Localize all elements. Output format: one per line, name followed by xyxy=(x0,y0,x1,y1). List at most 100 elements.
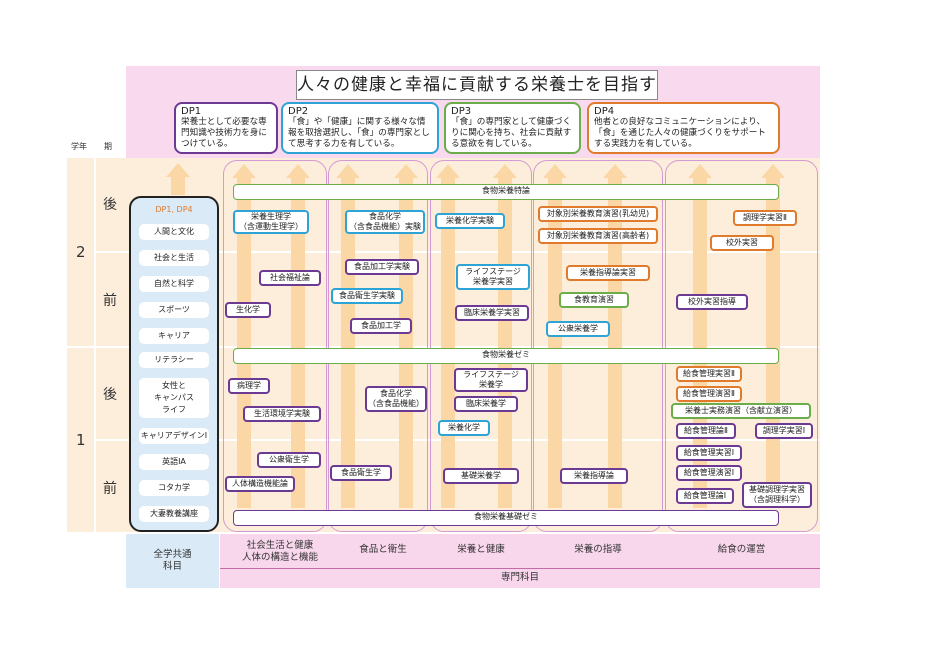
seminar-bar: 食物栄養ゼミ xyxy=(233,348,779,364)
column-frame-5 xyxy=(665,160,818,532)
course-line: 栄養生理学 xyxy=(251,212,291,221)
arrow-shaft xyxy=(291,178,305,508)
course-line: 食品化学 xyxy=(380,389,412,398)
course-line: 基礎調理学実習 xyxy=(749,485,805,494)
arrow-head xyxy=(166,163,190,177)
course-line: （含食品機能） xyxy=(368,399,424,408)
arrow-head xyxy=(232,164,256,178)
course-line: 基礎栄養学 xyxy=(461,471,501,480)
course-c38: 基礎調理学実習（含調理科学） xyxy=(742,482,812,508)
divider-y1-mid xyxy=(95,439,820,441)
course-c34: 調理学実習Ⅰ xyxy=(755,423,813,439)
course-line: 校外実習 xyxy=(726,238,758,247)
course-c11: 食品加工学 xyxy=(350,318,412,334)
liberal-arts-item: スポーツ xyxy=(139,302,209,318)
course-c8: 食品化学（含食品機能）実験 xyxy=(345,210,425,234)
dp2-text: 「食」や「健康」に関する様々な情報を取捨選択し、「食」の専門家として思考する力を… xyxy=(288,117,430,149)
liberal-arts-item: コタカ学 xyxy=(139,480,209,496)
year-header: 学年 xyxy=(71,142,87,151)
course-c37: 給食管理論Ⅰ xyxy=(676,488,734,504)
course-line: （含調理科学） xyxy=(749,495,805,504)
course-line: 調理学実習Ⅱ xyxy=(743,213,787,222)
course-line: 栄養学 xyxy=(479,380,503,389)
course-c13: 食品衛生学 xyxy=(330,465,392,481)
course-line: 給食管理実習Ⅱ xyxy=(683,369,735,378)
course-line: 食品加工学 xyxy=(361,321,401,330)
arrow-head xyxy=(394,164,418,178)
course-line: 食品衛生学実験 xyxy=(339,291,395,300)
course-c2: 社会福祉論 xyxy=(259,270,321,286)
column-frame-2 xyxy=(328,160,428,532)
course-c28: 校外実習 xyxy=(710,235,774,251)
footer-col-1: 社会生活と健康 人体の構造と機能 xyxy=(241,540,318,563)
course-c18: 臨床栄養学 xyxy=(454,396,518,412)
course-line: 食品加工学実験 xyxy=(354,262,410,271)
arrow-head xyxy=(493,164,517,178)
course-c10: 食品衛生学実験 xyxy=(331,288,403,304)
arrow-head xyxy=(688,164,712,178)
course-c4: 病理学 xyxy=(228,378,270,394)
footer-col-5: 給食の運営 xyxy=(717,544,766,555)
year-1-label: 1 xyxy=(76,431,86,449)
course-line: 病理学 xyxy=(237,381,261,390)
term-y1-late: 後 xyxy=(103,387,117,403)
dp3-text: 「食」の専門家として健康づくりに関心を持ち、社会に貢献する意欲を有している。 xyxy=(451,117,572,149)
course-c31: 給食管理演習Ⅱ xyxy=(676,386,742,402)
course-line: （含運動生理学） xyxy=(239,222,303,231)
dp2-box: DP2 「食」や「健康」に関する様々な情報を取捨選択し、「食」の専門家として思考… xyxy=(281,102,439,154)
tokuron-bar: 食物栄養特論 xyxy=(233,184,779,200)
arrow-shaft xyxy=(171,177,185,195)
course-c7: 人体構造機能論 xyxy=(225,476,295,492)
dp2-head: DP2 xyxy=(288,106,309,117)
term-header: 期 xyxy=(104,142,112,151)
course-line: 食品衛生学 xyxy=(341,468,381,477)
course-c3: 生化学 xyxy=(225,302,271,318)
liberal-arts-item: 大妻教養講座 xyxy=(139,506,209,522)
course-c1: 栄養生理学（含運動生理学） xyxy=(233,210,309,234)
column-frame-3 xyxy=(430,160,532,532)
arrow-shaft xyxy=(548,178,562,508)
footer-col-3: 栄養と健康 xyxy=(457,544,505,555)
course-c6: 公衆衛生学 xyxy=(257,452,321,468)
course-c19: 栄養化学 xyxy=(438,420,490,436)
course-c36: 給食管理演習Ⅰ xyxy=(676,465,742,481)
page-title: 人々の健康と幸福に貢献する栄養士を目指す xyxy=(296,70,658,100)
arrow-shaft xyxy=(608,178,622,508)
dp1-box: DP1 栄養士として必要な専門知識や技術力を身につけている。 xyxy=(174,102,278,154)
course-line: 栄養士実務演習（含献立演習） xyxy=(685,406,797,415)
course-c15: ライフステージ栄養学実習 xyxy=(456,264,530,290)
footer-common xyxy=(126,534,219,588)
arrow-head xyxy=(761,164,785,178)
arrow-head xyxy=(603,164,627,178)
dp4-text: 他者との良好なコミュニケーションにより、「食」を通じた人々の健康づくりをサポート… xyxy=(594,117,766,149)
course-line: 栄養指導論実習 xyxy=(580,268,636,277)
course-line: 食教育演習 xyxy=(574,295,614,304)
dp1-text: 栄養士として必要な専門知識や技術力を身につけている。 xyxy=(181,117,267,149)
course-c21: 対象別栄養教育演習(乳幼児) xyxy=(538,206,658,222)
dp4-box: DP4 他者との良好なコミュニケーションにより、「食」を通じた人々の健康づくりを… xyxy=(587,102,780,154)
course-line: 社会福祉論 xyxy=(270,273,310,282)
column-frame-1 xyxy=(223,160,327,532)
course-c25: 公衆栄養学 xyxy=(546,321,610,337)
dp4-head: DP4 xyxy=(594,106,615,117)
course-line: 給食管理論Ⅱ xyxy=(684,426,728,435)
course-line: 生化学 xyxy=(236,305,260,314)
year-col-divider xyxy=(94,158,96,532)
liberal-arts-item: 自然と科学 xyxy=(139,276,209,292)
course-c9: 食品加工学実験 xyxy=(345,259,419,275)
course-line: 栄養指導論 xyxy=(574,471,614,480)
dp3-head: DP3 xyxy=(451,106,472,117)
course-line: 給食管理演習Ⅱ xyxy=(683,389,735,398)
course-line: 生活環境学実験 xyxy=(254,409,310,418)
course-c14: 栄養化学実験 xyxy=(435,213,505,229)
course-c30: 給食管理実習Ⅱ xyxy=(676,366,742,382)
course-line: 対象別栄養教育演習(高齢者) xyxy=(546,231,650,240)
term-y2-late: 後 xyxy=(103,197,117,213)
course-line: 公衆衛生学 xyxy=(269,455,309,464)
course-line: 栄養化学 xyxy=(448,423,480,432)
course-line: 臨床栄養学実習 xyxy=(464,308,520,317)
divider-y2-mid xyxy=(95,251,820,253)
course-line: 食品化学 xyxy=(369,212,401,221)
arrow-shaft xyxy=(237,178,251,508)
course-line: ライフステージ xyxy=(465,267,521,276)
